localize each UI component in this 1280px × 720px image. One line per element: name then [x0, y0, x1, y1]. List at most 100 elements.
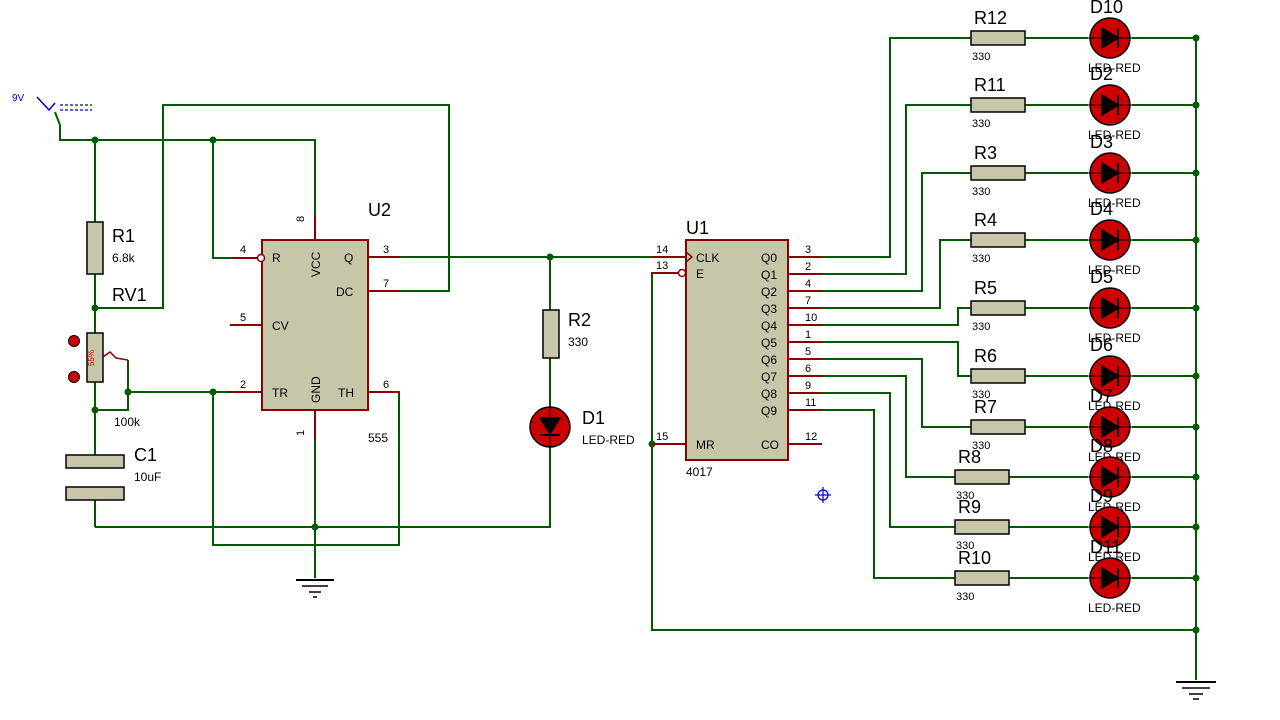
resistor-value: 330	[956, 490, 974, 502]
u1-pin-number: 1	[805, 329, 811, 341]
resistor-r9[interactable]	[954, 519, 1010, 535]
u2-pin-label-r: R	[272, 251, 281, 265]
u1-pin-number: 4	[805, 278, 811, 290]
u1-pin-number: 11	[805, 397, 816, 409]
resistor-r2[interactable]: R2 330	[542, 309, 591, 359]
u1-pin-label-q0: Q0	[761, 251, 777, 265]
resistor-value: 330	[972, 186, 990, 198]
led-name: D4	[1090, 199, 1113, 219]
u2-pin-label-cv: CV	[272, 319, 289, 333]
resistor-name: R9	[958, 497, 981, 517]
resistor-name: R3	[974, 143, 997, 163]
u1-pin-label-q5: Q5	[761, 336, 777, 350]
resistor-r10[interactable]	[954, 570, 1010, 586]
u1-pin-number: 9	[805, 380, 811, 392]
u1-pin-label-q6: Q6	[761, 353, 777, 367]
resistor-name: R7	[974, 397, 997, 417]
led-name: D8	[1090, 436, 1113, 456]
led-d5[interactable]	[1088, 287, 1132, 329]
output-channel-8[interactable]: R8330D8LED-RED	[822, 375, 1200, 514]
resistor-value: 330	[956, 540, 974, 552]
led-type: LED-RED	[1088, 196, 1141, 210]
u2-pin-number: 5	[240, 312, 246, 324]
power-label: 9V	[12, 93, 25, 104]
resistor-name: R6	[974, 346, 997, 366]
resistor-r4[interactable]	[970, 232, 1026, 248]
r1-value: 6.8k	[112, 251, 136, 265]
r1-name: R1	[112, 226, 135, 246]
u2-pin-number: 2	[240, 379, 246, 391]
led-d7[interactable]	[1088, 406, 1132, 448]
ic-u2-555[interactable]: R Q DC CV TR TH VCC GND 4 3 7 5 2 6 8 1 …	[230, 200, 400, 445]
u1-part: 4017	[686, 465, 713, 479]
rv1-increase-icon[interactable]	[68, 335, 80, 347]
resistor-r3[interactable]	[970, 165, 1026, 181]
resistor-r1[interactable]: R1 6.8k	[86, 221, 136, 275]
u2-name: U2	[368, 200, 391, 220]
u1-pin-number: 14	[656, 244, 668, 256]
led-type: LED-RED	[1088, 601, 1141, 615]
resistor-r6[interactable]	[970, 368, 1026, 384]
resistor-value: 330	[972, 321, 990, 333]
resistor-value: 330	[972, 51, 990, 63]
potentiometer-rv1[interactable]: 55% RV1 100k	[68, 285, 147, 429]
u2-pin-label-vcc: VCC	[309, 251, 323, 277]
u2-pin-number: 8	[295, 216, 307, 222]
led-d2[interactable]	[1088, 84, 1132, 126]
led-type: LED-RED	[1088, 128, 1141, 142]
resistor-value: 330	[972, 118, 990, 130]
u2-pin-number: 3	[383, 244, 389, 256]
ic-u1-4017[interactable]: 14CLK13E15MR3Q02Q14Q27Q310Q41Q55Q66Q79Q8…	[652, 218, 822, 479]
r2-value: 330	[568, 335, 588, 349]
led-d8[interactable]	[1088, 456, 1132, 498]
rv1-value: 100k	[114, 415, 141, 429]
resistor-r11[interactable]	[970, 97, 1026, 113]
led-name: D3	[1090, 132, 1113, 152]
led-name: D7	[1090, 386, 1113, 406]
led-d6[interactable]	[1088, 355, 1132, 397]
power-terminal[interactable]: 9V	[12, 93, 92, 112]
led-d9[interactable]	[1088, 506, 1132, 548]
led-name: D6	[1090, 335, 1113, 355]
led-name: D9	[1090, 486, 1113, 506]
u2-pin-label-dc: DC	[336, 285, 354, 299]
resistor-name: R12	[974, 8, 1007, 28]
capacitor-c1[interactable]: C1 10uF	[65, 445, 161, 501]
resistor-value: 330	[972, 253, 990, 265]
ground-icon	[1176, 630, 1216, 700]
led-type: LED-RED	[1088, 331, 1141, 345]
rv1-percent: 55%	[87, 350, 96, 366]
u2-pin-label-th: TH	[338, 386, 354, 400]
led-name: D10	[1090, 0, 1123, 17]
led-d3[interactable]	[1088, 152, 1132, 194]
u1-pin-number: 3	[805, 244, 811, 256]
led-d10[interactable]	[1088, 17, 1132, 59]
u1-pin-number: 10	[805, 312, 817, 324]
led-d1[interactable]: D1 LED-RED	[529, 406, 635, 448]
u1-pin-label-q2: Q2	[761, 285, 777, 299]
resistor-value: 330	[956, 591, 974, 603]
rv1-decrease-icon[interactable]	[68, 371, 80, 383]
resistor-name: R4	[974, 210, 997, 230]
u2-part: 555	[368, 431, 388, 445]
u2-pin-number: 6	[383, 379, 389, 391]
u1-pin-label-q8: Q8	[761, 387, 777, 401]
rv1-name: RV1	[112, 285, 147, 305]
led-d11[interactable]	[1088, 557, 1132, 599]
led-d4[interactable]	[1088, 219, 1132, 261]
led-name: D11	[1090, 537, 1122, 557]
resistor-r12[interactable]	[970, 30, 1026, 46]
resistor-r8[interactable]	[954, 469, 1010, 485]
resistor-r5[interactable]	[970, 300, 1026, 316]
resistor-r7[interactable]	[970, 419, 1026, 435]
u1-pin-label-mr: MR	[696, 438, 715, 452]
u1-pin-number: 12	[805, 431, 817, 443]
